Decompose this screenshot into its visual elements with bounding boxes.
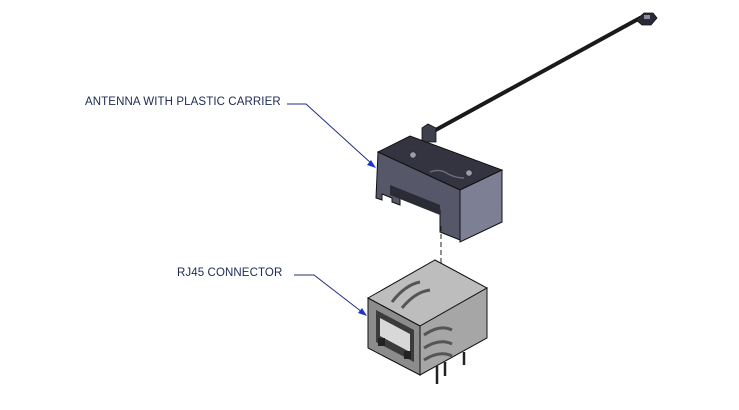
callout-label-rj45: RJ45 CONNECTOR	[177, 267, 283, 279]
logo-mark	[429, 169, 465, 179]
antenna-cable	[430, 16, 642, 134]
callout-label-antenna: ANTENNA WITH PLASTIC CARRIER	[85, 96, 281, 108]
rj45-connector	[366, 259, 489, 384]
screw-icon	[409, 151, 417, 159]
cable-connector	[635, 12, 658, 26]
screw-icon	[465, 169, 473, 177]
leader-rj45	[294, 274, 367, 316]
arrow-head-icon	[358, 308, 367, 316]
arrow-head-icon	[367, 160, 376, 168]
leader-antenna	[287, 103, 376, 168]
antenna-carrier	[375, 123, 504, 243]
